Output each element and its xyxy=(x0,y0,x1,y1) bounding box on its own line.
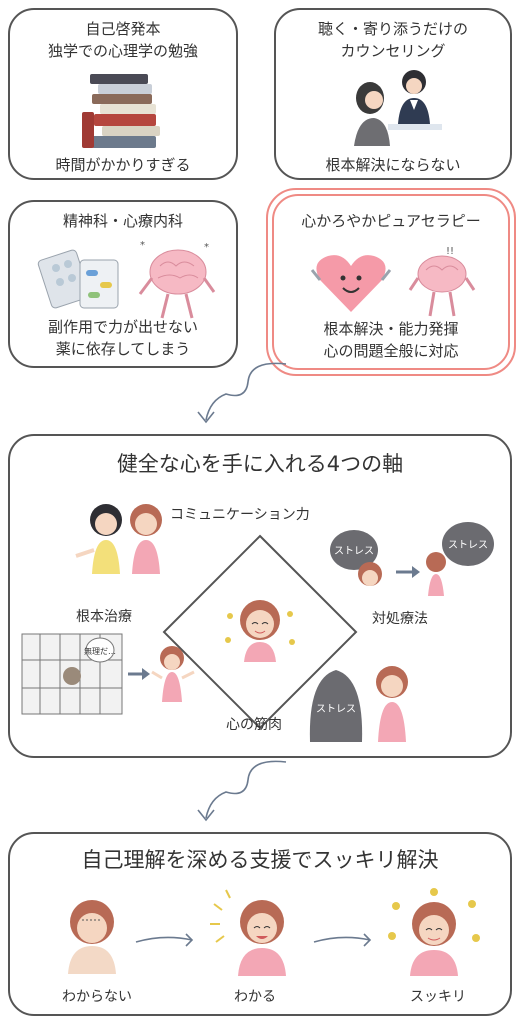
friends-illustration xyxy=(75,504,162,574)
confused-girl-icon xyxy=(68,900,116,974)
axis-label-bottom: 心の筋肉 xyxy=(226,717,282,733)
svg-text:!!: !! xyxy=(446,246,454,257)
card-footer: 時間がかかりすぎる xyxy=(55,156,191,174)
medicine-illustration xyxy=(37,249,119,309)
step-arrow-1 xyxy=(135,933,194,947)
card-footer-line-2: 心の問題全般に対応 xyxy=(323,342,459,360)
axes-section-title: 健全な心を手に入れる4つの軸 xyxy=(116,452,404,476)
card-title: 心かろやかピュアセラピー xyxy=(301,212,481,230)
axis-label-left: 根本治療 xyxy=(76,609,132,625)
card-pure-therapy-outer-ring: 心かろやかピュアセラピー !! 根本解決・能力発揮 心の問題全般に対応 xyxy=(266,188,516,376)
resolution-section: 自己理解を深める支援でスッキリ解決 わからない わかる xyxy=(8,832,512,1016)
svg-text:*: * xyxy=(204,242,209,253)
jail-escape-illustration: 無理だ… xyxy=(21,633,195,715)
card-title-line-2: カウンセリング xyxy=(340,42,446,60)
stress-text-left: ストレス xyxy=(334,546,374,557)
enlightened-girl-icon xyxy=(210,889,286,976)
stress-text-bottom: ストレス xyxy=(316,704,356,715)
axes-diamond xyxy=(162,534,358,730)
card-footer-line-1: 副作用で力が出せない xyxy=(47,318,198,336)
step-arrow-2 xyxy=(313,933,372,947)
card-title-line-1: 聴く・寄り添うだけの xyxy=(317,20,468,38)
step-label-2: わかる xyxy=(234,989,276,1005)
refreshed-girl-icon xyxy=(388,888,480,976)
curved-arrow-2 xyxy=(197,760,287,822)
card-counseling: 聴く・寄り添うだけの カウンセリング 根本解決にならない xyxy=(274,8,512,180)
stress-push-illustration: ストレス ストレス xyxy=(330,522,494,596)
card-psychiatry: 精神科・心療内科 * * 副作用で力が出せない 薬に依存してしまう xyxy=(8,200,238,368)
axis-label-right: 対処療法 xyxy=(372,611,428,627)
card-footer-line-2: 薬に依存してしまう xyxy=(55,340,191,358)
muscle-strength-illustration: ストレス xyxy=(309,666,408,742)
brain-character-icon: !! xyxy=(408,246,476,317)
card-title-line-2: 独学での心理学の勉強 xyxy=(47,42,198,60)
speech-bubble-text: 無理だ… xyxy=(84,646,116,656)
step-label-1: わからない xyxy=(62,989,132,1005)
step-label-3: スッキリ xyxy=(410,989,466,1005)
card-footer: 根本解決にならない xyxy=(325,156,461,174)
dizzy-brain-illustration: * * xyxy=(138,240,216,319)
card-title: 精神科・心療内科 xyxy=(62,212,183,230)
center-girl-icon xyxy=(225,600,295,662)
card-pure-therapy: 心かろやかピュアセラピー !! 根本解決・能力発揮 心の問題全般に対応 xyxy=(272,194,510,370)
axes-section: 健全な心を手に入れる4つの軸 コミュニケーション力 ストレス ストレス xyxy=(8,434,512,758)
svg-text:*: * xyxy=(140,240,145,251)
books-illustration xyxy=(82,74,160,148)
axis-label-top: コミュニケーション力 xyxy=(170,507,310,523)
card-title-line-1: 自己啓発本 xyxy=(85,20,161,38)
card-footer-line-1: 根本解決・能力発揮 xyxy=(323,320,459,338)
resolution-section-title: 自己理解を深める支援でスッキリ解決 xyxy=(81,848,439,872)
card-self-study: 自己啓発本 独学での心理学の勉強 時間がかかりすぎる xyxy=(8,8,238,180)
curved-arrow-1 xyxy=(197,362,287,424)
counseling-illustration xyxy=(354,70,442,146)
stress-text-right: ストレス xyxy=(448,540,488,551)
happy-heart-icon xyxy=(310,255,392,312)
